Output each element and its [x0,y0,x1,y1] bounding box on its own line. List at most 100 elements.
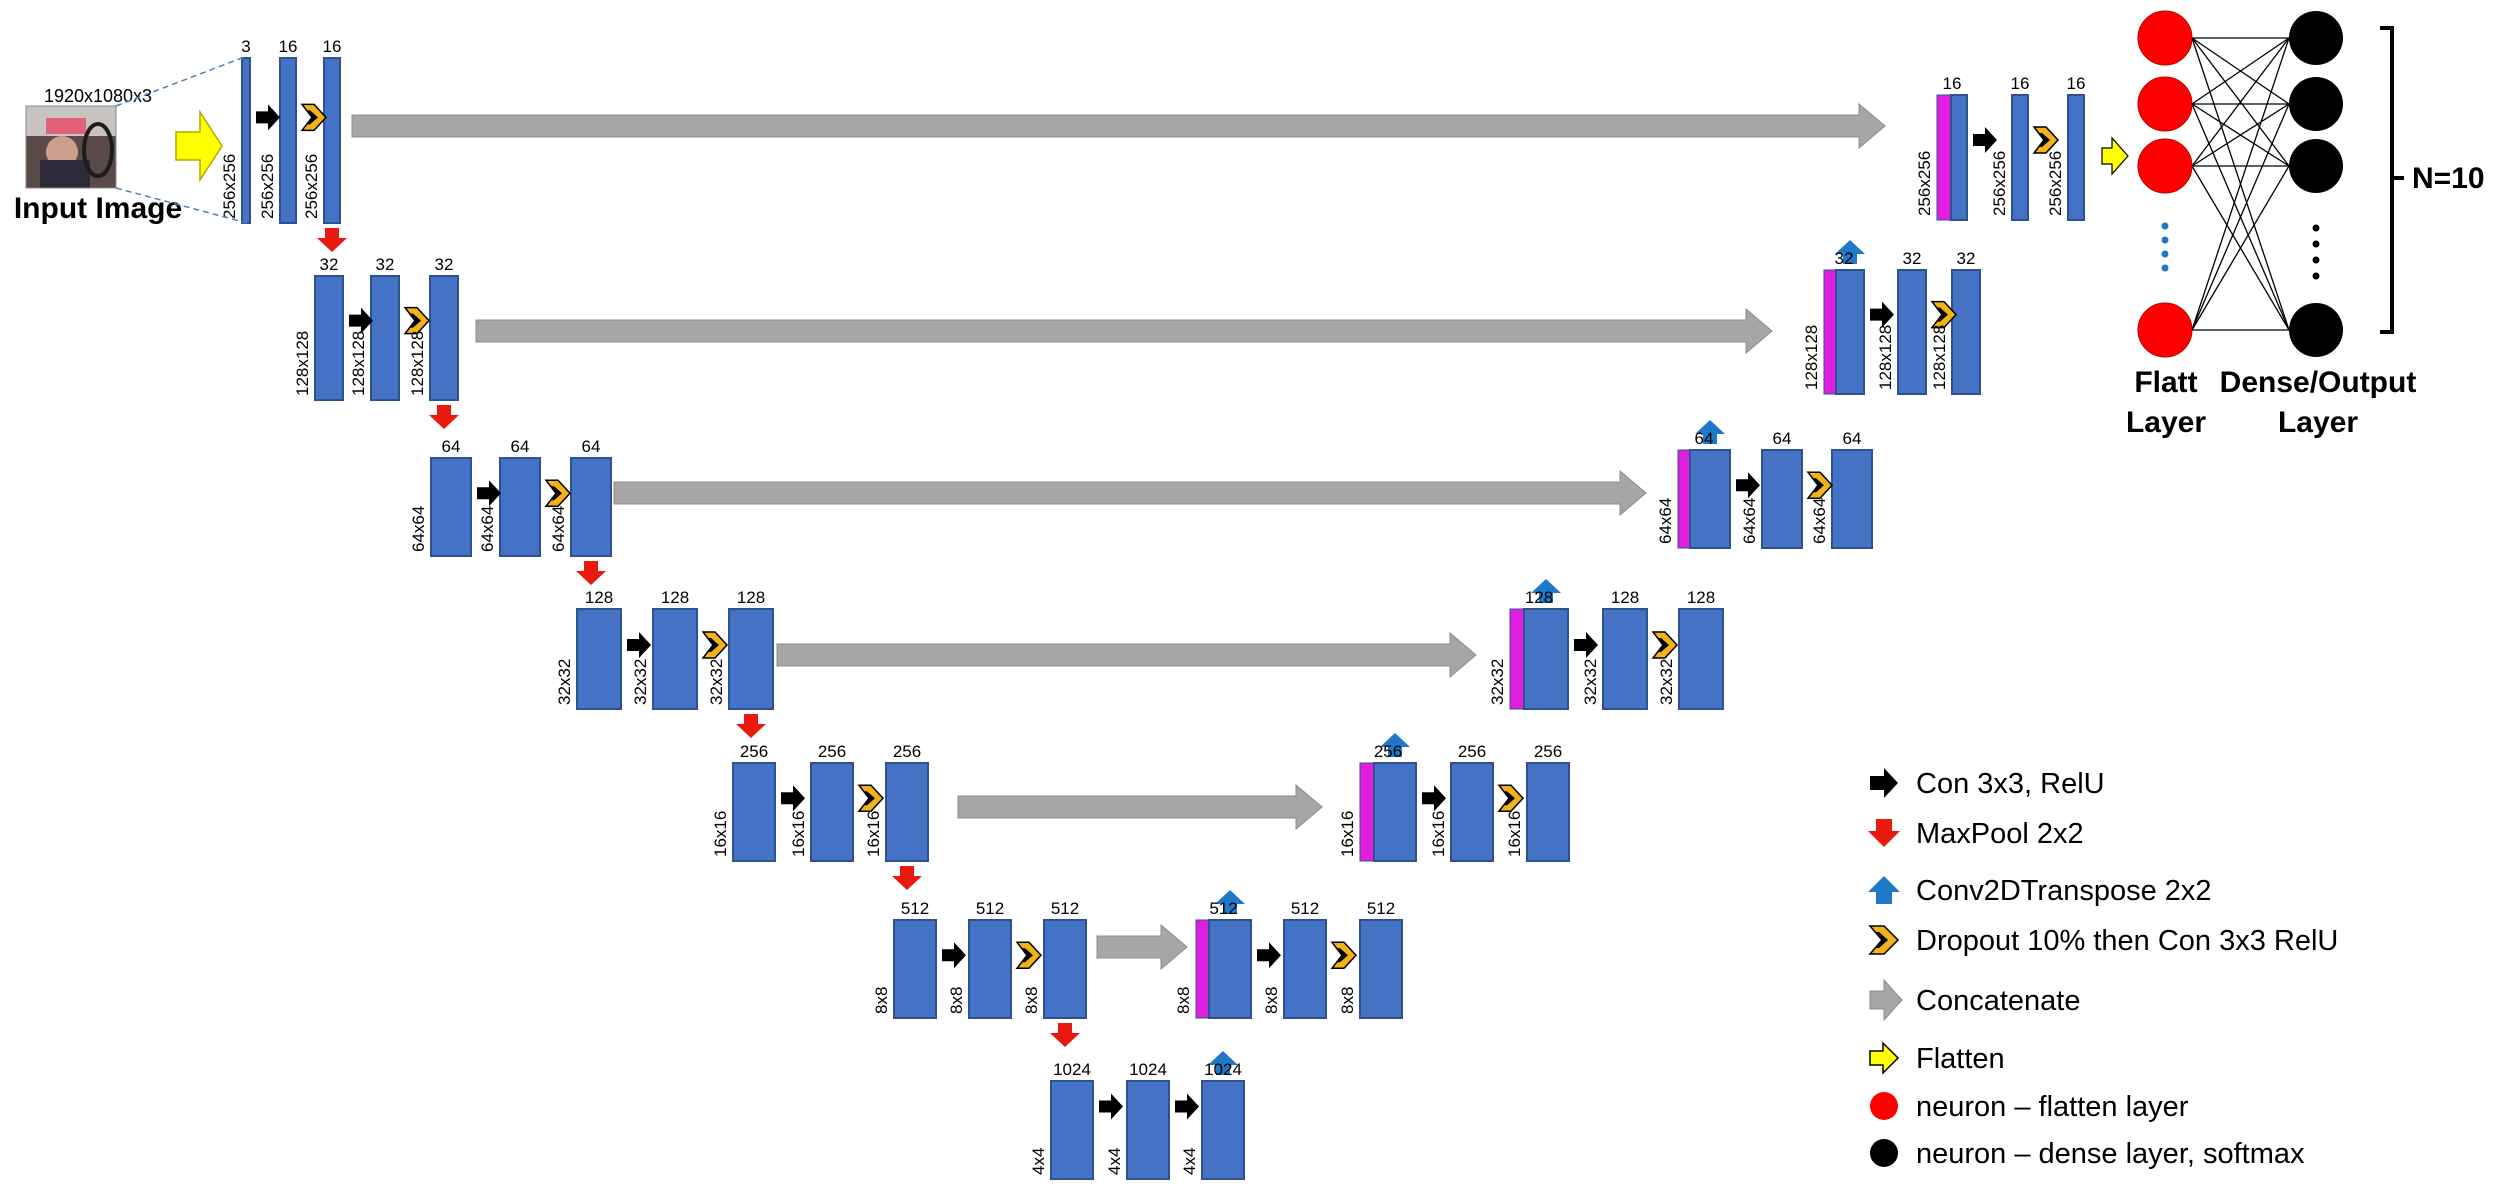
dropout-arrow-inner-icon [1812,478,1824,493]
encoder-level5-map-2 [885,762,929,862]
dense-connection [2191,37,2290,105]
dropout-arrow-inner-icon [550,486,562,501]
dense-neuron-3 [2289,303,2343,357]
encoder-level5-map-1 [810,762,854,862]
conv-arrow-icon [477,480,501,507]
encoder-level3-size-1: 64x64 [478,506,497,552]
legend-red-neuron-icon [1870,1092,1898,1120]
decoder-level3-channels-0: 64 [1695,429,1714,448]
input-resolution: 1920x1080x3 [44,86,152,106]
encoder-level3-map-0 [430,457,472,557]
encoder-level3-size-2: 64x64 [549,506,568,552]
bottleneck-map-0 [1050,1080,1094,1180]
encoder-level6-size-2: 8x8 [1022,987,1041,1014]
decoder-level1-size-2: 256x256 [2046,151,2065,216]
dropout-arrow-inner-icon [2038,133,2050,147]
encoder-level1-map-1 [279,57,297,224]
decoder-level5-size-0: 16x16 [1338,811,1357,857]
legend-label-3: Dropout 10% then Con 3x3 RelU [1916,925,2338,957]
decoder-level5-map-0 [1373,762,1417,862]
legend-label-4: Concatenate [1916,985,2080,1017]
encoder-level6-map-2 [1043,919,1087,1019]
conv-arrow-icon [1422,785,1446,812]
encoder-level4-size-2: 32x32 [707,659,726,705]
legend-label-1: MaxPool 2x2 [1916,818,2084,850]
decoder-level1-map-0 [1950,94,1968,221]
decoder-level6-channels-2: 512 [1367,899,1395,918]
conv-transpose-arrow-icon [1208,1051,1238,1075]
ellipsis-dot [2161,236,2169,244]
dropout-arrow-inner-icon [1336,948,1348,963]
ellipsis-dot [2312,224,2320,232]
decoder-level2-map-1 [1897,269,1927,395]
decoder-level1-size-1: 256x256 [1990,151,2009,216]
connectors [351,102,1886,971]
legend-label-7: neuron – dense layer, softmax [1916,1138,2305,1170]
encoder-level1-channels-1: 16 [279,37,298,56]
conv-transpose-arrow-icon [1531,579,1561,603]
encoder-level4-map-0 [576,608,622,710]
encoder-level6-map-1 [968,919,1012,1019]
decoder-level3-size-2: 64x64 [1810,498,1829,544]
encoder-level6-map-0 [893,919,937,1019]
flatt-layer-label-2: Layer [2126,406,2206,439]
ellipsis-dot [2312,240,2320,248]
legend-label-5: Flatten [1916,1043,2005,1075]
encoder-level4-channels-0: 128 [585,588,613,607]
dense-connection [2191,103,2290,331]
dense-connection [2191,103,2290,167]
flatten-neuron-3 [2137,302,2193,358]
decoder-level3-channels-1: 64 [1773,429,1792,448]
decoder-level3-map-1 [1761,449,1803,549]
decoder-level6-size-2: 8x8 [1338,987,1357,1014]
encoder-level1-size-1: 256x256 [258,154,277,219]
decoder-level2-skip-bar [1823,269,1837,395]
encoder-level4-map-2 [728,608,774,710]
flatt-layer-label-1: Flatt [2134,366,2197,399]
decoder-level6-size-0: 8x8 [1174,987,1193,1014]
decoder-level3-size-1: 64x64 [1740,498,1759,544]
encoder-level5-map-0 [732,762,776,862]
encoder-level3-channels-0: 64 [442,437,461,456]
decoder-level6-map-0 [1208,919,1252,1019]
encoder-level2-map-1 [370,275,400,401]
decoder-level5-map-1 [1450,762,1494,862]
dense-layer-label-2: Layer [2278,406,2358,439]
decoder-level2-size-1: 128x128 [1876,325,1895,390]
encoder-level3-map-2 [570,457,612,557]
dense-neuron-0 [2289,11,2343,65]
encoder-level1-map-2 [323,57,341,224]
encoder-level3-channels-1: 64 [511,437,530,456]
conv-arrow-icon [781,785,805,812]
flatten-neuron-2 [2137,138,2193,194]
decoder-level2-size-2: 128x128 [1930,325,1949,390]
concatenate-arrow-icon [613,469,1647,517]
decoder-level5-size-2: 16x16 [1505,811,1524,857]
dense-connection [2191,37,2290,331]
decoder-level4-map-2 [1678,608,1724,710]
decoder-level1-size-0: 256x256 [1915,151,1934,216]
decoder-level1-skip-bar [1936,94,1952,221]
input-arrow-icon [175,109,223,183]
ellipsis-dot [2161,222,2169,230]
legend-flatten-arrow-icon [1869,1041,1900,1075]
bottleneck-map-2 [1201,1080,1245,1180]
bottleneck-channels-2: 1024 [1204,1060,1242,1079]
dense-connection [2191,37,2290,167]
ellipsis-dot [2312,272,2320,280]
encoder-level6-size-0: 8x8 [872,987,891,1014]
concatenate-arrow-icon [475,307,1773,355]
decoder-level4-map-1 [1602,608,1648,710]
conv-arrow-icon [1870,301,1894,328]
decoder-level6-channels-0: 512 [1209,899,1237,918]
encoder-level6-channels-2: 512 [1051,899,1079,918]
dropout-arrow-inner-icon [707,638,719,652]
decoder-level6-skip-bar [1195,919,1210,1019]
maxpool-arrow-icon [317,228,347,252]
dropout-arrow-inner-icon [1657,638,1669,652]
flatten-arrow-icon [2101,136,2129,176]
ellipsis-dot [2161,250,2169,258]
encoder-level5-size-0: 16x16 [711,811,730,857]
decoder-level3-channels-2: 64 [1843,429,1862,448]
